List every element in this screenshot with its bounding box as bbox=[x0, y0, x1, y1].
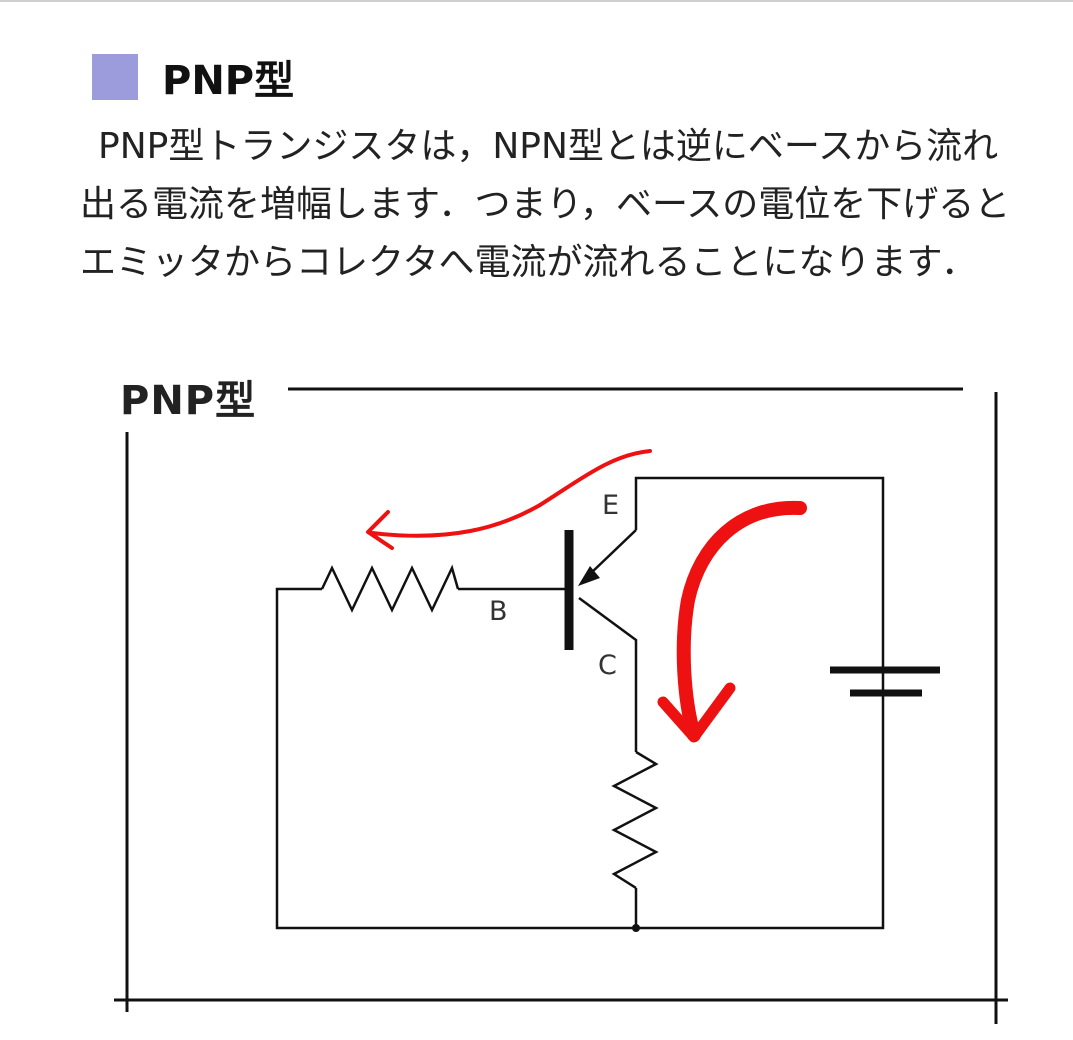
base-current-arrowhead-icon bbox=[366, 510, 394, 550]
collector-current-arrowhead-icon bbox=[657, 682, 736, 743]
heading-square-icon bbox=[92, 54, 138, 100]
figure-frame bbox=[114, 387, 1008, 1024]
transistor-emitter bbox=[589, 529, 637, 575]
emitter-arrow-icon bbox=[578, 566, 600, 586]
base-label: B bbox=[489, 596, 508, 627]
base-resistor bbox=[320, 564, 460, 613]
top-divider bbox=[0, 0, 1073, 2]
collector-resistor bbox=[611, 750, 659, 890]
junction-dot bbox=[632, 924, 640, 932]
collector-label: C bbox=[598, 650, 617, 681]
section-heading: PNP型 bbox=[92, 52, 294, 104]
collector-current-arrow-icon bbox=[676, 500, 807, 742]
figure-title: PNP型 bbox=[120, 378, 257, 424]
base-current-arrow-icon bbox=[370, 449, 652, 538]
circuit-wires bbox=[275, 476, 885, 930]
section-body: PNP型トランジスタは，NPN型とは逆にベースから流れ出る電流を増幅します．つま… bbox=[80, 126, 1011, 283]
emitter-label: E bbox=[602, 490, 620, 521]
battery-icon bbox=[830, 666, 940, 697]
section-title: PNP型 bbox=[162, 58, 295, 104]
